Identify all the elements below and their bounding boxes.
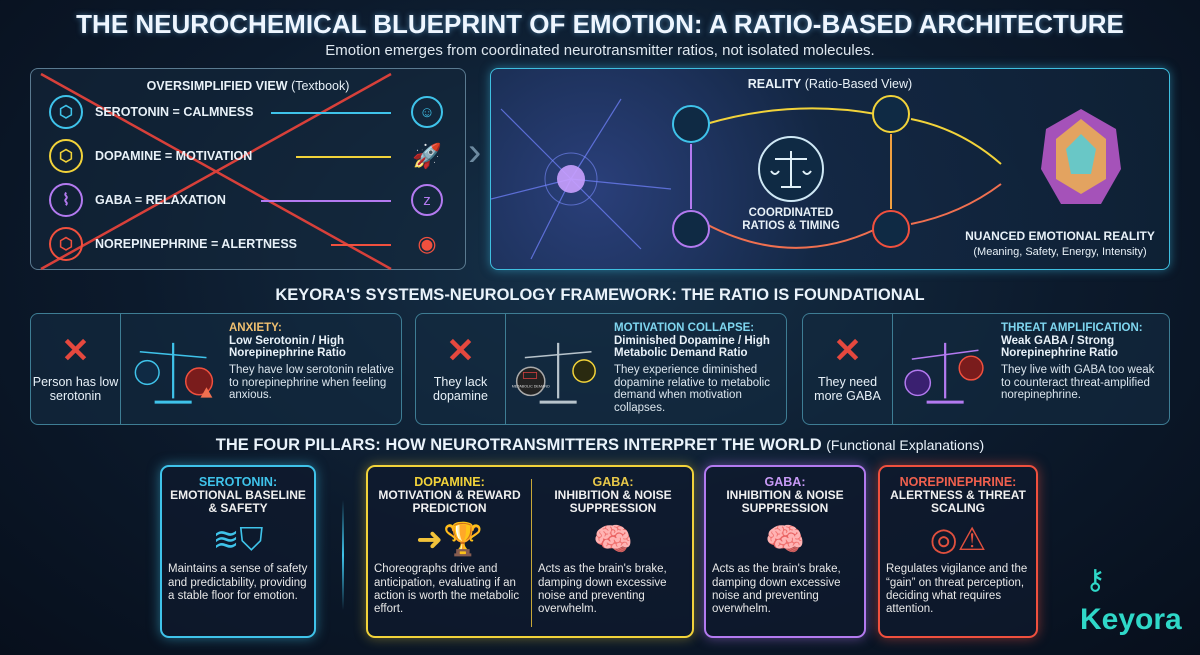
eye-icon: ◉ — [417, 231, 437, 256]
card-title: MOTIVATION COLLAPSE: — [614, 322, 755, 334]
radar-warning-icon: ◎⚠ — [929, 521, 987, 558]
reality-heading: REALITY (Ratio-Based View) — [747, 77, 913, 91]
pillar-role: ALERTNESS & THREAT SCALING — [890, 488, 1026, 516]
result-subtitle: (Meaning, Safety, Energy, Intensity) — [973, 246, 1147, 258]
row-dopamine: ⬡DOPAMINE = MOTIVATION — [49, 139, 252, 173]
calm-face-icon: ☺ — [411, 96, 443, 128]
rocket-icon: 🚀 — [412, 142, 442, 170]
card-anxiety: ✕ Person has low serotonin ANXIETY:Low Se… — [30, 313, 402, 425]
card-title: THREAT AMPLIFICATION: — [1001, 322, 1143, 334]
trophy-icon: ➜🏆 — [416, 521, 483, 558]
balance-scale-icon — [770, 151, 812, 188]
arrow — [296, 156, 391, 158]
card-ratio: Weak GABA / Strong Norepinephrine Ratio — [1001, 334, 1118, 360]
pillar-description: Choreographs drive and anticipation, eva… — [374, 563, 520, 616]
pillar-description: Regulates vigilance and the “gain” on th… — [886, 563, 1028, 616]
balance-scale-icon — [134, 342, 214, 404]
reality-panel: REALITY (Ratio-Based View) COORDINATED R… — [490, 68, 1170, 270]
arrow — [261, 200, 391, 202]
x-mark-icon: ✕ — [61, 332, 90, 371]
myth-text: They need more GABA — [814, 375, 881, 403]
pillar-role: MOTIVATION & REWARD PREDICTION — [378, 488, 521, 516]
card-description: They experience diminished dopamine rela… — [614, 363, 770, 414]
pillars-heading: THE FOUR PILLARS: HOW NEUROTRANSMITTERS … — [215, 436, 985, 454]
neuron-network-illustration — [491, 95, 1121, 260]
pillar-name: SEROTONIN: — [198, 475, 278, 489]
balance-scale-icon — [904, 342, 984, 404]
coordinated-ratios-label: COORDINATED RATIOS & TIMING — [742, 207, 840, 232]
arrow — [271, 112, 391, 114]
key-icon: ⚷ — [1085, 564, 1106, 595]
balance-scale-icon: METABOLIC DEMAND — [512, 342, 596, 404]
card-description: They have low serotonin relative to nore… — [229, 363, 394, 402]
pillar-role: EMOTIONAL BASELINE & SAFETY — [170, 488, 306, 516]
row-gaba: ⌇GABA = RELAXATION — [49, 183, 226, 217]
divider — [342, 500, 344, 610]
x-mark-icon: ✕ — [446, 332, 475, 371]
myth-text: They lack dopamine — [433, 375, 488, 403]
x-mark-icon: ✕ — [833, 332, 862, 371]
molecule-icon: ⬡ — [49, 139, 83, 173]
page-subtitle: Emotion emerges from coordinated neurotr… — [325, 42, 875, 59]
pillar-name: GABA: — [764, 475, 806, 489]
molecule-icon: ⬡ — [49, 227, 83, 261]
oversimplified-panel: OVERSIMPLIFIED VIEW (Textbook) ⬡SEROTONI… — [30, 68, 466, 271]
card-description: They live with GABA too weak to countera… — [1001, 363, 1155, 402]
brain-mute-icon: 🧠 — [765, 521, 805, 558]
sleeping-face-icon: z — [411, 184, 443, 216]
pillar-norepinephrine: NOREPINEPHRINE: ALERTNESS & THREAT SCALI… — [878, 465, 1038, 638]
pillar-role: INHIBITION & NOISE SUPPRESSION — [726, 488, 844, 516]
pillar-gaba: GABA: INHIBITION & NOISE SUPPRESSION 🧠 A… — [704, 465, 866, 638]
divider — [531, 479, 532, 627]
keyora-logo: Keyora — [1080, 603, 1182, 636]
brain-arrow-icon: 🧠 — [593, 521, 633, 558]
pillar-dopamine: DOPAMINE: MOTIVATION & REWARD PREDICTION… — [368, 467, 531, 636]
pillar-name: DOPAMINE: — [414, 475, 485, 489]
pillar-role: INHIBITION & NOISE SUPPRESSION — [554, 488, 672, 516]
waves-shield-icon: ≋⛉ — [212, 520, 264, 557]
cross-out-lines — [40, 72, 392, 271]
card-motivation-collapse: ✕ They lack dopamine METABOLIC DEMAND MOT… — [415, 313, 787, 425]
pillar-gaba-inhibition: GABA: INHIBITION & NOISE SUPPRESSION 🧠 A… — [532, 467, 694, 636]
molecule-icon: ⬡ — [49, 95, 83, 129]
molecule-icon: ⌇ — [49, 183, 83, 217]
pillar-description: Maintains a sense of safety and predicta… — [168, 563, 308, 602]
pillar-description: Acts as the brain's brake, damping down … — [538, 563, 667, 616]
result-title: NUANCED EMOTIONAL REALITY — [965, 229, 1155, 243]
card-title: ANXIETY: — [229, 322, 282, 334]
pillar-name: NOREPINEPHRINE: — [899, 475, 1017, 489]
chevron-right-icon: › — [468, 130, 482, 174]
card-ratio: Low Serotonin / High Norepinephrine Rati… — [229, 334, 346, 360]
page-title: THE NEUROCHEMICAL BLUEPRINT OF EMOTION: … — [76, 9, 1124, 39]
card-ratio: Diminished Dopamine / High Metabolic Dem… — [614, 334, 770, 360]
pillar-serotonin: SEROTONIN: EMOTIONAL BASELINE & SAFETY ≋… — [160, 465, 316, 638]
oversimplified-heading: OVERSIMPLIFIED VIEW (Textbook) — [146, 79, 350, 93]
framework-heading: KEYORA'S SYSTEMS-NEUROLOGY FRAMEWORK: TH… — [275, 286, 925, 304]
pillar-description: Acts as the brain's brake, damping down … — [712, 563, 841, 616]
card-threat-amplification: ✕ They need more GABA THREAT AMPLIFICATIO… — [802, 313, 1170, 425]
pillar-group-dopamine-gaba: DOPAMINE: MOTIVATION & REWARD PREDICTION… — [366, 465, 694, 638]
myth-text: Person has low serotonin — [32, 375, 119, 403]
row-norepinephrine: ⬡NOREPINEPHRINE = ALERTNESS — [49, 227, 297, 261]
pillar-name: GABA: — [592, 475, 634, 489]
metabolic-demand-badge: METABOLIC DEMAND — [512, 384, 550, 388]
row-serotonin: ⬡SEROTONIN = CALMNESS — [49, 95, 253, 129]
arrow — [331, 244, 391, 246]
